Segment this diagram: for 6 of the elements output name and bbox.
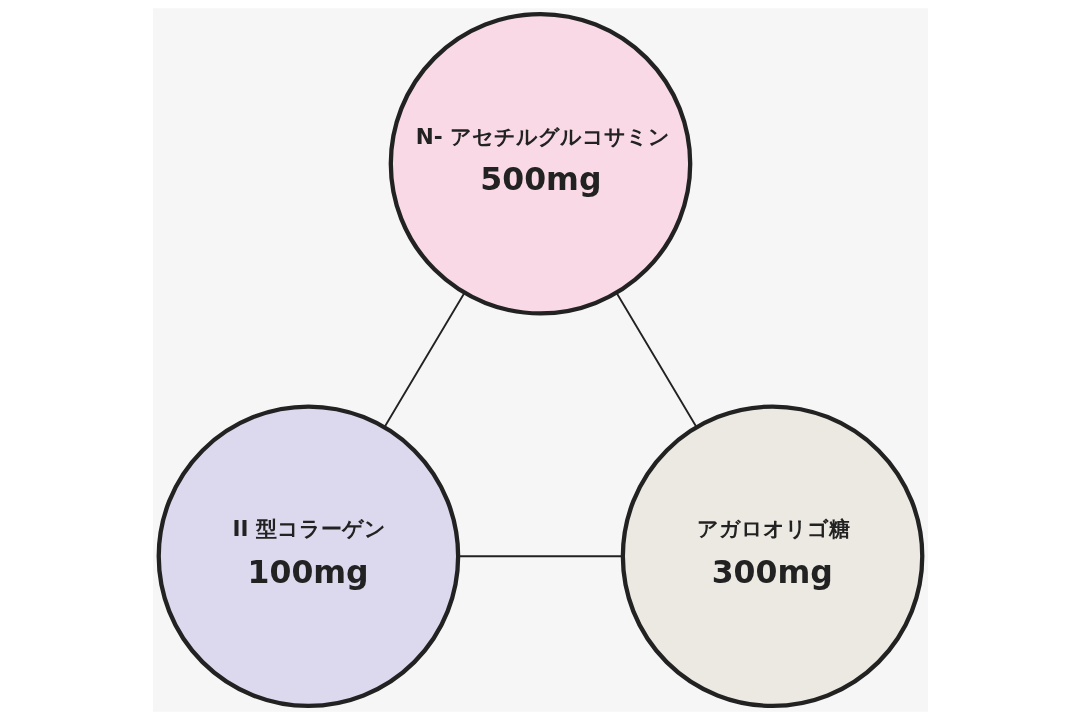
connector [457, 555, 623, 558]
node-circle: N- アセチルグルコサミン 500mg [388, 11, 692, 316]
connector [615, 291, 697, 428]
node-circle: アガロオリゴ糖 300mg [620, 404, 924, 709]
node-circle: II 型コラーゲン 100mg [156, 404, 460, 709]
connector [383, 291, 465, 428]
